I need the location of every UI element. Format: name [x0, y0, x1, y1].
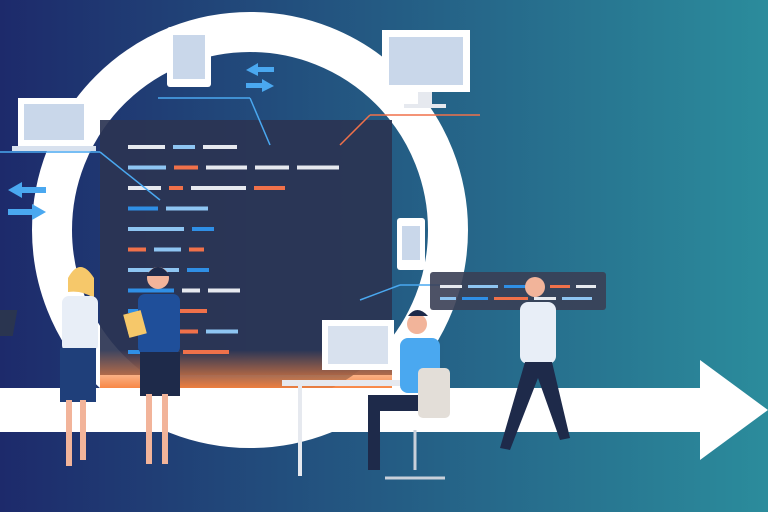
code-bar: [128, 227, 184, 231]
code-bar: [166, 206, 208, 211]
code-bar: [462, 297, 488, 300]
code-bar: [504, 285, 544, 288]
code-bar: [255, 165, 289, 170]
code-bar: [203, 145, 237, 149]
tablet-icon: [167, 27, 211, 87]
code-lines: [128, 145, 339, 354]
code-bar: [192, 227, 214, 231]
card-code-lines: [440, 285, 596, 300]
person-woman-laptop: [0, 267, 98, 466]
code-bar: [154, 247, 181, 252]
code-bar: [183, 350, 229, 354]
person-woman-clipboard: [123, 267, 180, 464]
code-bar: [187, 268, 209, 272]
code-bar: [174, 165, 198, 170]
code-bar: [128, 288, 174, 293]
code-bar: [440, 285, 462, 288]
code-bar: [191, 186, 246, 190]
code-bar: [206, 329, 238, 334]
code-bar: [173, 145, 195, 149]
code-bar: [254, 186, 285, 190]
connector-lines: [0, 97, 440, 301]
lightbulb-icon: [419, 154, 445, 192]
code-bar: [128, 165, 166, 170]
code-bar: [128, 350, 150, 354]
code-bar: [576, 285, 596, 288]
code-bar: [182, 288, 200, 293]
code-bar: [166, 309, 207, 313]
code-bar: [534, 297, 556, 300]
code-bar: [206, 165, 247, 170]
swap-arrows-icon: [8, 63, 274, 220]
code-bar: [440, 297, 456, 300]
code-bar: [167, 329, 198, 334]
code-bar: [128, 206, 158, 211]
code-bar: [494, 297, 528, 300]
code-bar: [297, 165, 339, 170]
code-bar: [169, 186, 183, 190]
code-bar: [128, 145, 165, 149]
code-bar: [562, 297, 592, 300]
laptop-icon: [12, 98, 96, 151]
phone-icon: [397, 218, 425, 270]
person-walking: [500, 277, 570, 450]
code-bar: [189, 247, 204, 252]
code-bar: [128, 247, 146, 252]
floating-code-card: [430, 272, 606, 310]
desk: [282, 320, 402, 476]
code-bar: [550, 285, 570, 288]
person-seated-developer: [368, 310, 450, 480]
code-bar: [468, 285, 498, 288]
code-bar: [208, 288, 240, 293]
desktop-monitor-icon: [382, 30, 470, 108]
